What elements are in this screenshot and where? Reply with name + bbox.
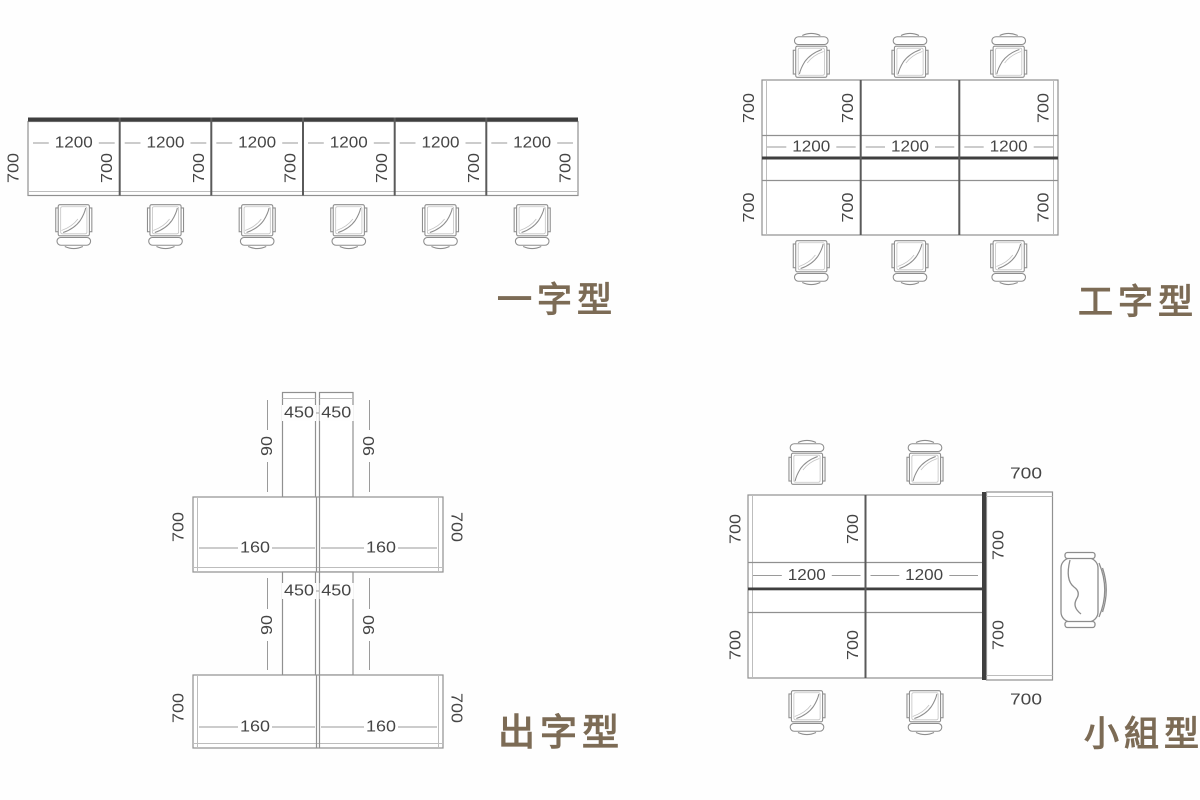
dim-desk-width: 1200 [990, 139, 1028, 156]
diagram-small-group: 1200 1200 700 700 700 700 700 700 700 70… [728, 439, 1107, 736]
dim-desk-width: 160 [366, 540, 396, 557]
chair-icon [906, 439, 944, 485]
dim-desk-width: 1200 [330, 135, 368, 152]
chair-icon [330, 204, 368, 250]
section-label-small-group: 小組型 [1084, 715, 1200, 754]
dim-desk-width: 1200 [238, 135, 276, 152]
chair-icon [788, 690, 826, 736]
chair-icon [55, 204, 93, 250]
section-label-chu-shape: 出字型 [498, 712, 624, 753]
dim-desk-width: 160 [366, 719, 396, 736]
dim-end-desk-width: 700 [1010, 466, 1042, 483]
dim-desk-depth: 700 [741, 93, 758, 123]
chair-icon [906, 690, 944, 736]
chair-icon [238, 204, 276, 250]
dim-end-desk-depth: 700 [991, 620, 1008, 650]
dim-desk-width: 160 [240, 540, 270, 557]
dim-desk-depth: 700 [171, 693, 188, 723]
dim-spine-width: 450 [321, 583, 351, 600]
chair-icon [421, 204, 460, 250]
dim-end-desk-width: 700 [1010, 692, 1042, 709]
dim-desk-width: 1200 [147, 135, 185, 152]
section-label-i-shape: 工字型 [1078, 283, 1199, 322]
dim-desk-depth: 700 [845, 514, 862, 544]
dim-desk-depth: 700 [1036, 93, 1053, 123]
chair-icon [891, 240, 929, 286]
dim-desk-width: 1200 [792, 139, 830, 156]
dim-spine-thickness: 90 [259, 615, 276, 635]
dim-desk-width: 1200 [891, 139, 929, 156]
dim-desk-depth: 700 [728, 630, 745, 660]
dim-desk-depth: 700 [840, 93, 857, 123]
dim-spine-width: 450 [284, 405, 314, 422]
section-label-straight: 一字型 [497, 281, 618, 320]
desk-surface [192, 496, 444, 573]
dim-desk-depth: 700 [448, 512, 465, 542]
desk-surface [192, 674, 444, 749]
chair-icon [146, 204, 185, 250]
dim-spine-width: 450 [284, 583, 314, 600]
dim-spine-thickness: 90 [361, 436, 378, 456]
end-desk-joint-panel [982, 492, 986, 680]
dim-end-desk-depth: 700 [991, 530, 1008, 560]
dim-desk-depth: 700 [1036, 192, 1053, 222]
thickness-dimension-lines [267, 578, 370, 670]
thickness-dimension-lines [267, 400, 370, 492]
dim-desk-width: 1200 [905, 567, 943, 584]
chair-icon [513, 204, 551, 250]
desk-dividers [118, 117, 488, 196]
chair-icon [788, 439, 826, 485]
chair-icon [990, 240, 1028, 286]
dim-desk-depth: 700 [728, 514, 745, 544]
dim-desk-width: 1200 [422, 135, 460, 152]
diagram-straight-row: 1200 1200 1200 1200 1200 1200 700 700 70… [6, 117, 579, 250]
dim-desk-depth: 700 [558, 153, 575, 183]
dim-desk-depth: 700 [171, 512, 188, 542]
diagram-i-shape: 1200 1200 1200 700 700 700 700 700 700 [741, 32, 1059, 286]
dim-spine-thickness: 90 [259, 436, 276, 456]
diagram-chu-shape: 450 450 90 90 160 160 700 700 450 450 [171, 391, 465, 749]
chair-icon [792, 240, 830, 286]
dim-spine-thickness: 90 [361, 615, 378, 635]
dim-desk-width: 160 [240, 719, 270, 736]
dim-desk-depth: 700 [741, 192, 758, 222]
dim-desk-depth: 700 [466, 153, 483, 183]
chair-icon [891, 32, 929, 78]
end-desk-surface [985, 491, 1054, 681]
dim-desk-width: 1200 [513, 135, 551, 152]
dim-desk-width: 1200 [55, 135, 93, 152]
center-screen-panel [762, 156, 1058, 160]
chair-icon [990, 32, 1028, 78]
dim-desk-depth: 700 [840, 192, 857, 222]
executive-chair-icon [1060, 551, 1107, 629]
dim-desk-depth: 700 [845, 630, 862, 660]
dim-desk-depth: 700 [191, 153, 208, 183]
dim-desk-depth: 700 [6, 153, 23, 183]
dim-spine-width: 450 [321, 405, 351, 422]
dim-desk-depth: 700 [283, 153, 300, 183]
dim-desk-depth: 700 [448, 693, 465, 723]
chair-icon [792, 32, 830, 78]
dim-desk-depth: 700 [99, 153, 116, 183]
dim-desk-depth: 700 [374, 153, 391, 183]
dim-desk-width: 1200 [788, 567, 826, 584]
